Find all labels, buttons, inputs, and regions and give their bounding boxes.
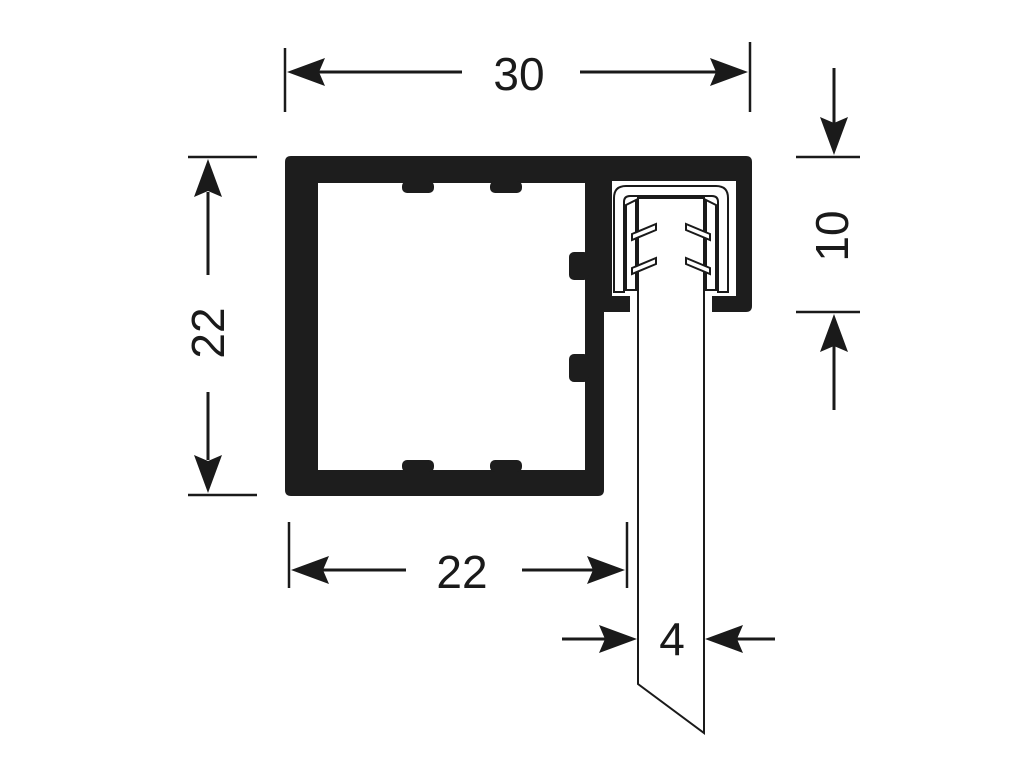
glass-pane — [637, 197, 705, 735]
dimension-overall-width: 30 — [283, 42, 752, 112]
dimension-slot-depth: 10 — [796, 68, 860, 410]
dim-label-overall-width: 30 — [493, 48, 544, 100]
u-gasket — [613, 185, 729, 293]
dim-label-slot-depth: 10 — [806, 210, 858, 261]
dim-label-inner-width: 22 — [436, 546, 487, 598]
dimension-overall-height: 22 — [182, 155, 257, 497]
dimension-glass-thickness: 4 — [562, 613, 775, 665]
dim-label-overall-height: 22 — [182, 307, 234, 358]
dim-label-glass-thickness: 4 — [659, 613, 685, 665]
aluminium-profile — [285, 156, 752, 496]
dimension-inner-width: 22 — [287, 522, 629, 598]
